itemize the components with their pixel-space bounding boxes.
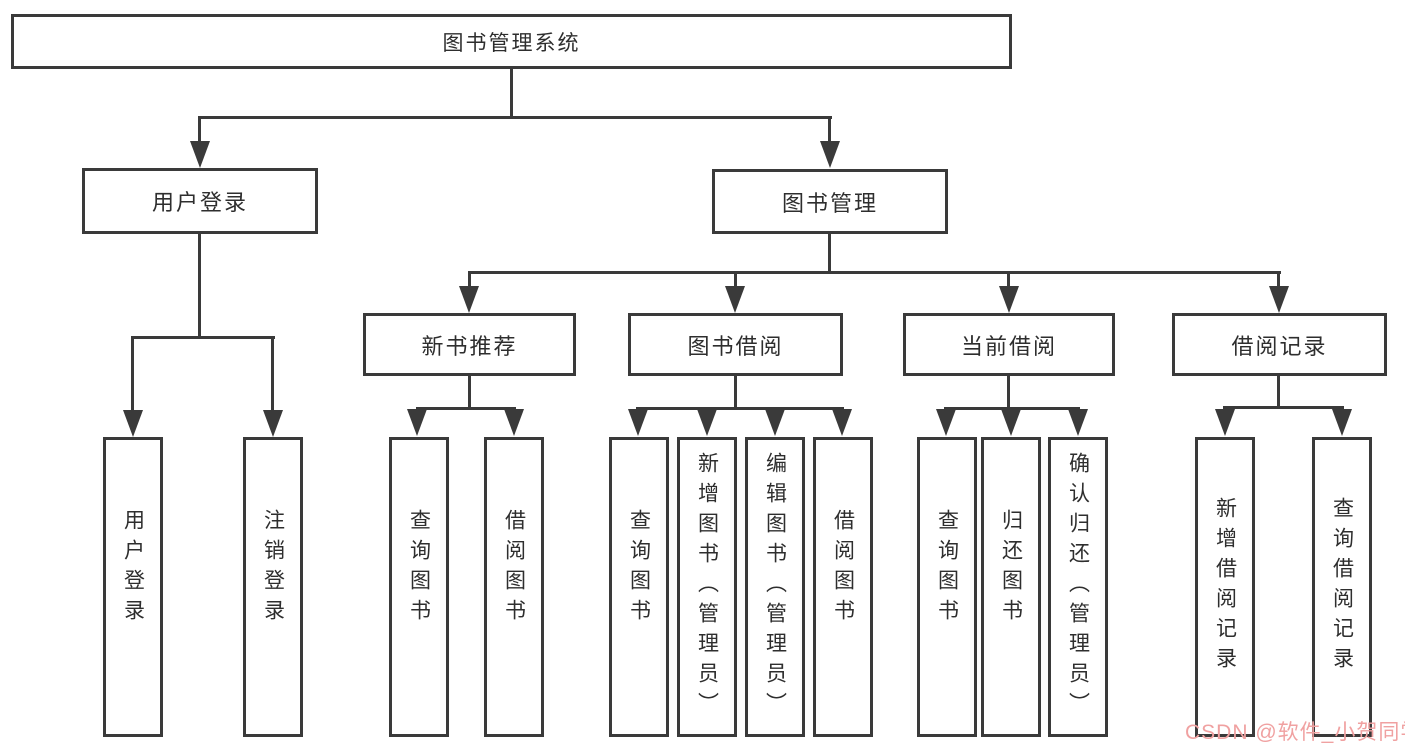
node-user-login-label: 用户登录 [151,190,248,215]
node-current-borrowing: 当前借阅 [903,313,1115,376]
node-new-book-recommendation-label: 新书推荐 [421,333,518,359]
arrowhead-bb-query [628,409,648,436]
arrowhead-nb-borrow [504,409,524,436]
node-book-management-label: 图书管理 [781,190,878,216]
arrowhead-bb-edit [765,409,785,436]
leaf-newbook-query-books-label: 查询图书 [407,509,431,629]
arrowhead-current-borrow [999,286,1019,313]
arrowhead-nb-query [407,409,427,436]
connector-ul-login-stem [131,336,134,412]
node-current-borrowing-label: 当前借阅 [960,333,1057,359]
connector-book-borrow-stem [734,271,737,289]
arrowhead-cb-return [1001,409,1021,436]
connector-user-login-drop [198,234,201,339]
connector-borrow-records-split [1223,406,1344,409]
arrowhead-borrow-records [1269,286,1289,313]
leaf-newbook-borrow-books-label: 借阅图书 [502,509,526,629]
leaf-user-login-label: 用户登录 [121,509,145,629]
leaf-query-borrow-record-label: 查询借阅记录 [1330,497,1354,677]
arrowhead-ul-login [123,410,143,437]
arrowhead-book-mgmt [820,141,840,168]
leaf-edit-books-admin-label: 编辑图书（管理员） [763,452,787,722]
node-borrowing-records-label: 借阅记录 [1231,333,1328,359]
arrowhead-ul-logout [263,410,283,437]
node-root-system: 图书管理系统 [11,14,1012,69]
leaf-confirm-return-admin-label: 确认归还（管理员） [1066,452,1090,722]
node-book-borrowing-label: 图书借阅 [687,333,784,359]
leaf-user-login: 用户登录 [103,437,163,737]
connector-ul-logout-stem [271,336,274,412]
leaf-return-books-label: 归还图书 [999,509,1023,629]
arrowhead-user-login [190,141,210,168]
node-borrowing-records: 借阅记录 [1172,313,1387,376]
leaf-current-query-books: 查询图书 [917,437,977,737]
node-root-label: 图书管理系统 [442,31,581,55]
arrowhead-book-borrow [725,286,745,313]
leaf-return-books: 归还图书 [981,437,1041,737]
node-user-login: 用户登录 [82,168,318,234]
connector-current-borrow-split [944,407,1080,410]
node-book-borrowing: 图书借阅 [628,313,843,376]
arrowhead-new-book-rec [459,286,479,313]
connector-borrow-records-drop [1277,376,1280,408]
leaf-query-borrow-record: 查询借阅记录 [1312,437,1372,737]
connector-level2-split [198,116,832,119]
connector-book-borrow-drop [734,376,737,410]
connector-current-borrow-drop [1007,376,1010,410]
leaf-borrowing-borrow-books-label: 借阅图书 [831,509,855,629]
leaf-current-query-books-label: 查询图书 [935,509,959,629]
connector-book-mgmt-stem [828,116,831,144]
connector-new-book-rec-drop [468,376,471,410]
leaf-logout: 注销登录 [243,437,303,737]
arrowhead-br-add [1215,409,1235,436]
connector-borrow-records-stem [1277,271,1280,289]
node-new-book-recommendation: 新书推荐 [363,313,576,376]
csdn-watermark: CSDN @软件_小贺同学 [1185,721,1405,744]
arrowhead-bb-borrow [832,409,852,436]
node-book-management: 图书管理 [712,169,948,234]
connector-new-book-rec-stem [468,271,471,289]
leaf-borrowing-query-books-label: 查询图书 [627,509,651,629]
leaf-add-books-admin: 新增图书（管理员） [677,437,737,737]
connector-level3-split [468,271,1281,274]
leaf-newbook-borrow-books: 借阅图书 [484,437,544,737]
connector-book-borrow-split [636,407,844,410]
connector-book-mgmt-drop [828,234,831,274]
leaf-logout-label: 注销登录 [261,509,285,629]
connector-root-drop [510,69,513,118]
connector-user-login-split [131,336,275,339]
connector-new-book-rec-split [416,407,516,410]
leaf-confirm-return-admin: 确认归还（管理员） [1048,437,1108,737]
leaf-add-borrow-record-label: 新增借阅记录 [1213,497,1237,677]
leaf-newbook-query-books: 查询图书 [389,437,449,737]
leaf-add-books-admin-label: 新增图书（管理员） [695,452,719,722]
leaf-borrowing-borrow-books: 借阅图书 [813,437,873,737]
connector-current-borrow-stem [1007,271,1010,289]
connector-user-login-stem [198,116,201,144]
leaf-edit-books-admin: 编辑图书（管理员） [745,437,805,737]
arrowhead-br-query [1332,409,1352,436]
leaf-borrowing-query-books: 查询图书 [609,437,669,737]
arrowhead-cb-query [936,409,956,436]
arrowhead-bb-add [697,409,717,436]
leaf-add-borrow-record: 新增借阅记录 [1195,437,1255,737]
arrowhead-cb-confirm [1068,409,1088,436]
